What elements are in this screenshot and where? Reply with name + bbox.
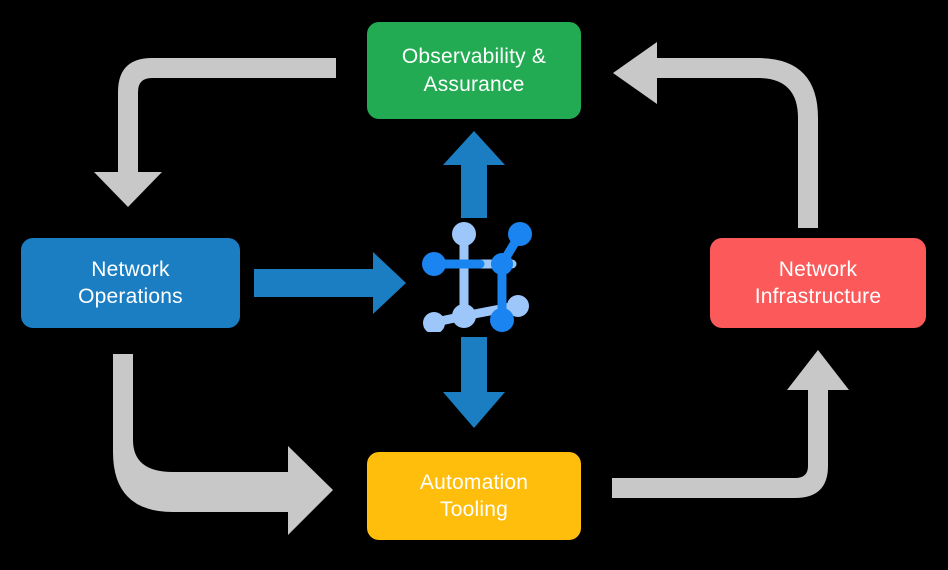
box-automation-tooling[interactable]: Automation Tooling	[367, 452, 581, 540]
box-observability-label: Observability & Assurance	[401, 45, 547, 96]
gray-arrow-infrastructure-to-observability	[613, 42, 818, 228]
gray-arrow-automation-to-infrastructure	[612, 350, 849, 498]
gray-arrow-operations-to-automation	[113, 354, 333, 535]
box-network-infrastructure[interactable]: Network Infrastructure	[710, 238, 926, 328]
network-topology-icon	[422, 222, 532, 332]
blue-arrow-operations-to-center	[254, 252, 406, 314]
box-automation-label: Automation Tooling	[419, 470, 529, 521]
box-operations-label: Network Operations	[78, 257, 183, 308]
gray-arrow-observability-to-operations	[94, 58, 336, 207]
box-observability-assurance[interactable]: Observability & Assurance	[367, 22, 581, 119]
blue-arrow-center-to-observability	[443, 131, 505, 218]
network-icon-nodes-primary	[422, 222, 532, 332]
blue-arrow-center-to-automation	[443, 337, 505, 428]
network-icon-nodes-secondary	[423, 222, 529, 332]
box-network-operations[interactable]: Network Operations	[21, 238, 240, 328]
box-infrastructure-label: Network Infrastructure	[754, 257, 882, 308]
